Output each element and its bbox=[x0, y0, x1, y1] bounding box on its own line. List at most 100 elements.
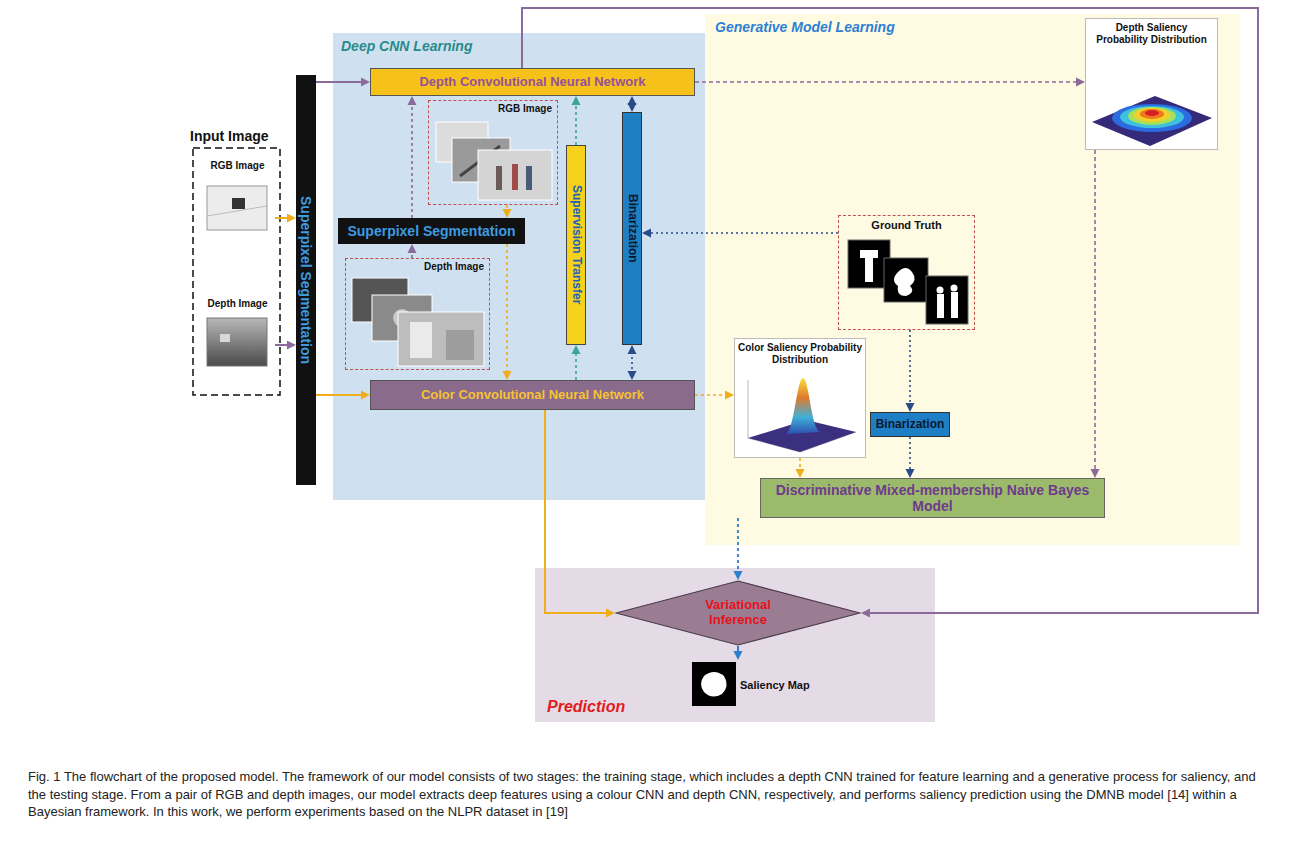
depth-photo-stack bbox=[410, 322, 432, 358]
ground-truth-masks bbox=[951, 285, 958, 292]
connector bbox=[522, 8, 1258, 618]
connector bbox=[906, 330, 915, 412]
node-label: Color Saliency Probability Distribution bbox=[738, 342, 862, 365]
decision-diamond: Variational Inference bbox=[615, 580, 861, 646]
node-label: Discriminative Mixed-membership Naive Ba… bbox=[767, 482, 1098, 514]
connector bbox=[408, 244, 417, 258]
connector bbox=[695, 391, 734, 400]
depth-photo-stack bbox=[352, 278, 484, 366]
connector bbox=[408, 96, 417, 218]
node-label: Binarization bbox=[876, 418, 945, 432]
connector-line bbox=[695, 81, 1078, 83]
connector bbox=[796, 458, 805, 478]
saliency-map-image bbox=[701, 672, 727, 697]
arrow-head bbox=[628, 103, 637, 112]
connector-line bbox=[695, 394, 727, 396]
arrow-head bbox=[906, 403, 915, 412]
arrow-head bbox=[572, 345, 581, 354]
ground-truth-masks bbox=[937, 294, 944, 318]
arrow-head bbox=[734, 651, 743, 660]
connector bbox=[503, 244, 512, 380]
diamond-outline bbox=[616, 581, 860, 645]
connector-line bbox=[909, 437, 911, 471]
connector bbox=[572, 96, 581, 145]
node-label: Ground Truth bbox=[871, 219, 941, 232]
connector-line bbox=[575, 352, 577, 380]
figure-caption: Fig. 1 The flowchart of the proposed mod… bbox=[28, 768, 1264, 821]
connector bbox=[275, 214, 296, 223]
connector bbox=[695, 78, 1085, 87]
region-panel: Generative Model LearningDepth Saliency … bbox=[705, 14, 1240, 545]
arrow-head bbox=[1076, 78, 1085, 87]
rgb-photo-stack bbox=[526, 166, 532, 190]
node-label: Superpixel Segmentation bbox=[347, 223, 515, 239]
node-label: Depth Convolutional Neural Network bbox=[419, 75, 645, 90]
color-distribution-plot bbox=[786, 378, 820, 434]
node-label: Depth Image bbox=[207, 298, 267, 310]
rgb-photo bbox=[207, 186, 267, 230]
connector bbox=[503, 205, 512, 218]
connector bbox=[1091, 150, 1100, 478]
binarization-bar: Binarization bbox=[870, 412, 950, 437]
arrow-head bbox=[725, 391, 734, 400]
image-box: Depth Image bbox=[200, 298, 275, 374]
depth-distribution-plot bbox=[1140, 109, 1164, 119]
connector bbox=[572, 345, 581, 380]
connector bbox=[628, 345, 637, 380]
connector-line bbox=[411, 103, 413, 218]
arrow-head bbox=[628, 371, 637, 380]
depth-distribution-plot bbox=[1092, 96, 1212, 146]
depth-distribution-plot bbox=[1112, 104, 1192, 132]
connector-line bbox=[275, 344, 289, 346]
arrow-head bbox=[287, 214, 296, 223]
connector-line bbox=[316, 394, 363, 396]
region-panel: PredictionVariational InferenceSaliency … bbox=[535, 568, 935, 722]
rgb-photo-stack bbox=[496, 166, 502, 190]
saliency-map-image bbox=[692, 662, 736, 706]
connector-line bbox=[506, 244, 508, 373]
depth-distribution-plot bbox=[1145, 110, 1159, 116]
arrow-head bbox=[861, 609, 870, 618]
saliency-map-image bbox=[692, 662, 736, 706]
connector bbox=[316, 391, 370, 400]
connector bbox=[316, 78, 370, 87]
arrow-head bbox=[503, 209, 512, 218]
rgb-photo-stack bbox=[512, 164, 518, 190]
node-label: Input Image bbox=[190, 128, 269, 144]
node-label: Superpixel Segmentation bbox=[298, 196, 314, 364]
ground-truth-masks bbox=[884, 258, 928, 302]
connector bbox=[734, 518, 743, 580]
arrow-head bbox=[361, 391, 370, 400]
node-label: Prediction bbox=[547, 698, 625, 716]
plot-box: Depth Saliency Probability Distribution bbox=[1085, 18, 1218, 150]
arrow-head bbox=[408, 96, 417, 105]
transfer-bar: Supervision Transfer bbox=[566, 145, 586, 345]
depth-photo-stack bbox=[446, 330, 474, 360]
ground-truth-masks bbox=[951, 292, 958, 318]
arrow-head bbox=[572, 96, 581, 105]
input-group: Input ImageRGB ImageDepth Image bbox=[188, 128, 282, 398]
depth-photo-stack bbox=[398, 312, 484, 366]
image-stack: RGB Image bbox=[428, 100, 558, 205]
arrow-head bbox=[606, 609, 615, 618]
rgb-photo bbox=[232, 198, 245, 209]
depth-distribution-plot bbox=[1120, 106, 1184, 128]
model-box: Discriminative Mixed-membership Naive Ba… bbox=[760, 478, 1105, 518]
rgb-photo-stack bbox=[478, 150, 552, 200]
node-label: RGB Image bbox=[211, 160, 265, 172]
connector-line bbox=[575, 103, 577, 145]
region-ground bbox=[1085, 18, 1218, 150]
connector-line bbox=[1094, 150, 1096, 471]
arrow-head bbox=[408, 244, 417, 253]
connector-line bbox=[522, 8, 1258, 613]
depth-photo bbox=[207, 318, 267, 366]
arrow-head bbox=[628, 345, 637, 354]
node-label: Supervision Transfer bbox=[569, 185, 583, 304]
region-ground bbox=[734, 338, 866, 458]
binarization-bar: Binarization bbox=[622, 112, 642, 345]
connector-line bbox=[631, 352, 633, 373]
node-label: RGB Image bbox=[498, 103, 552, 115]
image-stack: Depth Image bbox=[345, 258, 490, 370]
arrow-head bbox=[796, 469, 805, 478]
